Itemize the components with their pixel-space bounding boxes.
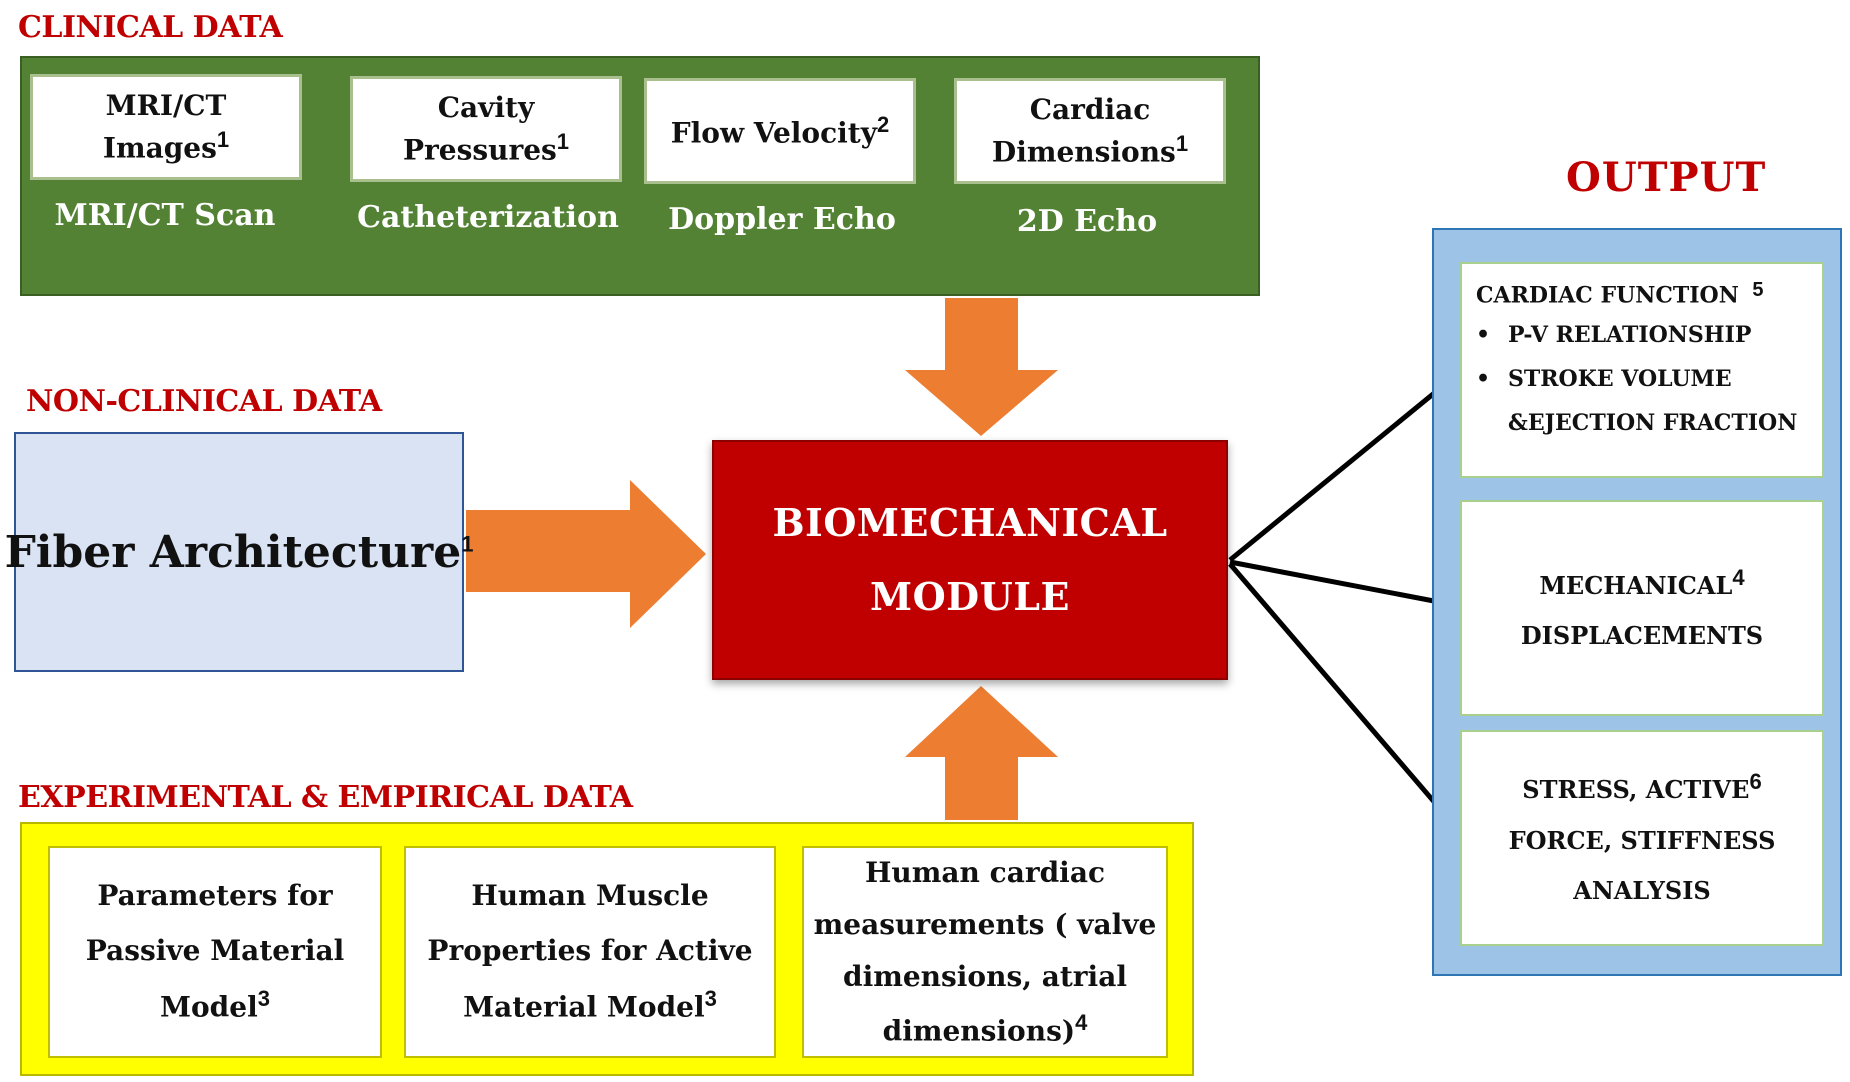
- arrow-experimental-to-module: [905, 686, 1058, 820]
- box-text: Human cardiac: [864, 856, 1106, 890]
- reference-superscript: 2: [876, 111, 890, 137]
- module-title-line2: MODULE: [870, 574, 1070, 619]
- arrow-to-mechanical: [1229, 559, 1465, 615]
- box-text: Images: [102, 131, 217, 165]
- mri-ct-scan-label: MRI/CT Scan: [54, 198, 276, 233]
- analysis-text: ANALYSIS: [1573, 876, 1711, 906]
- reference-superscript: 4: [1732, 564, 1745, 590]
- passive-material-parameters-box: Parameters for Passive Material Model3: [48, 846, 382, 1058]
- stress-analysis-box: STRESS, ACTIVE6 FORCE, STIFFNESS ANALYSI…: [1460, 730, 1824, 946]
- box-text: Model: [160, 990, 258, 1024]
- stroke-volume-text: STROKE VOLUME: [1508, 366, 1732, 393]
- reference-superscript: 1: [556, 128, 570, 154]
- output-title: OUTPUT: [1566, 154, 1767, 201]
- fiber-architecture-text: Fiber Architecture: [4, 526, 462, 578]
- experimental-data-panel: Parameters for Passive Material Model3 H…: [20, 822, 1194, 1076]
- arrow-fiber-to-module: [466, 480, 706, 628]
- box-text: Cavity: [437, 91, 535, 125]
- reference-superscript: 4: [1075, 1009, 1088, 1035]
- box-text: Dimensions: [991, 135, 1176, 169]
- fiber-architecture-box: Fiber Architecture1: [5, 432, 473, 672]
- mri-ct-images-box: MRI/CT Images1: [30, 74, 302, 180]
- box-text: Flow Velocity: [670, 116, 877, 150]
- box-text: Pressures: [402, 133, 557, 167]
- arrow-to-stress: [1228, 562, 1464, 836]
- displacements-text: DISPLACEMENTS: [1520, 621, 1764, 650]
- non-clinical-data-title: NON-CLINICAL DATA: [26, 384, 382, 419]
- box-text: Properties for Active: [427, 933, 753, 967]
- mechanical-displacements-box: MECHANICAL4 DISPLACEMENTS: [1460, 500, 1824, 716]
- mechanical-text: MECHANICAL: [1539, 570, 1733, 600]
- force-stiffness-text: FORCE, STIFFNESS: [1508, 825, 1776, 855]
- box-text: dimensions): [882, 1013, 1076, 1047]
- catheterization-label: Catheterization: [357, 200, 619, 235]
- output-panel: CARDIAC FUNCTION 5 • P-V RELATIONSHIP • …: [1432, 228, 1842, 976]
- cardiac-dimensions-box: Cardiac Dimensions1: [954, 78, 1226, 184]
- active-material-properties-box: Human Muscle Properties for Active Mater…: [404, 846, 776, 1058]
- cardiac-function-box: CARDIAC FUNCTION 5 • P-V RELATIONSHIP • …: [1460, 262, 1824, 478]
- reference-superscript: 3: [257, 986, 270, 1012]
- doppler-echo-label: Doppler Echo: [668, 202, 896, 237]
- ejection-fraction-text: &EJECTION FRACTION: [1508, 410, 1798, 437]
- box-text: Passive Material: [85, 933, 345, 967]
- human-cardiac-measurements-box: Human cardiac measurements ( valve dimen…: [802, 846, 1168, 1058]
- bullet-icon: •: [1476, 322, 1491, 349]
- arrow-to-cardiac-function: [1228, 368, 1464, 562]
- cardiac-function-title: CARDIAC FUNCTION: [1476, 282, 1739, 309]
- box-text: MRI/CT: [105, 89, 227, 123]
- box-text: measurements ( valve: [813, 908, 1157, 942]
- clinical-data-panel: MRI/CT Images1 Cavity Pressures1 Flow Ve…: [20, 56, 1260, 296]
- reference-superscript: 6: [1749, 769, 1762, 795]
- arrow-clinical-to-module: [905, 298, 1058, 436]
- module-title-line1: BIOMECHANICAL: [772, 499, 1168, 545]
- box-text: dimensions, atrial: [843, 959, 1127, 993]
- clinical-data-title: CLINICAL DATA: [18, 10, 283, 45]
- cavity-pressures-box: Cavity Pressures1: [350, 76, 622, 182]
- reference-superscript: 3: [704, 986, 717, 1012]
- experimental-data-title: EXPERIMENTAL & EMPIRICAL DATA: [18, 780, 633, 815]
- box-text: Human Muscle: [471, 878, 709, 912]
- box-text: Parameters for: [97, 878, 333, 912]
- reference-superscript: 5: [1752, 279, 1764, 301]
- stress-text: STRESS, ACTIVE: [1522, 775, 1750, 805]
- reference-superscript: 1: [216, 126, 230, 152]
- 2d-echo-label: 2D Echo: [1016, 204, 1158, 239]
- bullet-icon: •: [1476, 366, 1491, 393]
- pv-relationship-text: P-V RELATIONSHIP: [1508, 322, 1752, 349]
- box-text: Cardiac: [1029, 93, 1151, 127]
- flow-velocity-box: Flow Velocity2: [644, 78, 916, 184]
- box-text: Material Model: [463, 990, 705, 1024]
- reference-superscript: 1: [461, 530, 474, 556]
- biomechanical-module-box: BIOMECHANICAL MODULE: [712, 440, 1228, 680]
- reference-superscript: 1: [1175, 130, 1189, 156]
